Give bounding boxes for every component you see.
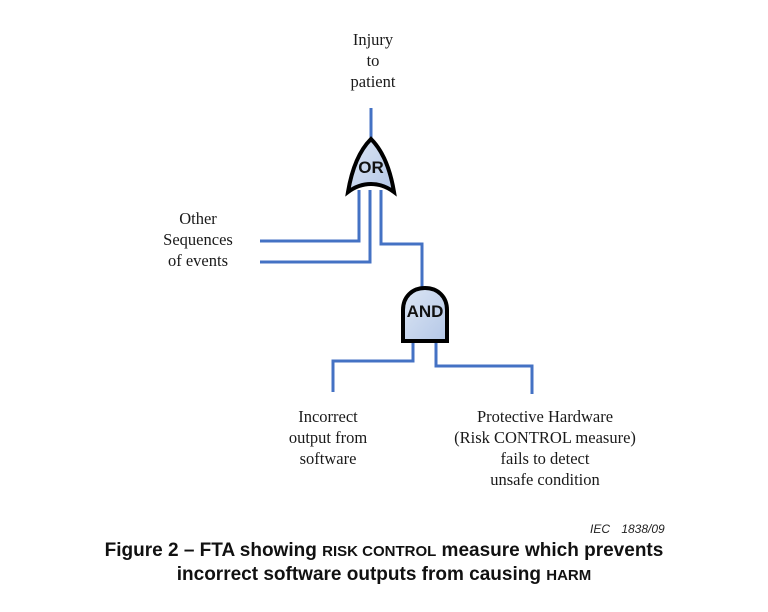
top-event-line: patient [351,72,396,91]
figure-caption-line-1: Figure 2 – FTA showing RISK CONTROL meas… [0,540,768,562]
and-gate-label: AND [407,302,444,321]
other-sequences-line: Sequences [163,230,233,249]
wire-and-to-protective-hardware [434,340,534,394]
wire-or-to-and [379,190,424,290]
wire-or-to-other-seq-2 [260,190,372,264]
other-sequences-line: of events [168,251,228,270]
other-sequences-label: Other Sequences of events [163,209,233,270]
caption-text: Figure 2 – FTA showing [104,540,323,561]
top-event-line: Injury [353,30,394,49]
incorrect-output-line: output from [289,428,368,447]
protective-hardware-line: fails to detect [501,449,590,468]
caption-text: measure which prevents [436,540,664,561]
figure-reference: IEC 1838/09 [590,522,665,536]
incorrect-output-label: Incorrect output from software [289,407,368,468]
top-event-line: to [367,51,380,70]
figure-caption-line-2: incorrect software outputs from causing … [0,564,768,586]
caption-text: incorrect software outputs from causing [176,564,547,585]
or-gate-label: OR [358,158,384,177]
protective-hardware-line: (Risk CONTROL measure) [454,428,636,447]
incorrect-output-line: software [300,449,357,468]
protective-hardware-line: unsafe condition [490,470,600,489]
protective-hardware-label: Protective Hardware (Risk CONTROL measur… [454,407,636,489]
caption-smallcaps: HARM [546,567,592,584]
incorrect-output-line: Incorrect [298,407,358,426]
wire-and-to-incorrect-output [331,340,415,392]
and-gate: AND [401,285,449,343]
top-event-label: Injury to patient [351,30,396,91]
wire-or-to-other-seq-1 [260,190,361,243]
or-gate-shape [345,136,397,197]
and-gate-shape [401,285,449,343]
or-gate: OR [345,136,397,197]
protective-hardware-line: Protective Hardware [477,407,613,426]
caption-smallcaps: RISK CONTROL [322,543,437,560]
other-sequences-line: Other [179,209,217,228]
